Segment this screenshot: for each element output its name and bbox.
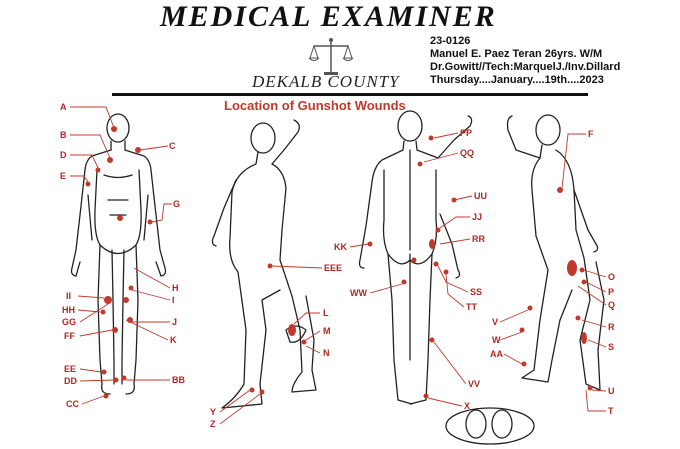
label-leaders: [70, 106, 607, 425]
wound-label-z: Z: [210, 419, 216, 429]
wound-label-v: V: [492, 317, 498, 327]
wound-label-t: T: [608, 406, 614, 416]
wound-label-s: S: [608, 342, 614, 352]
header-divider: [112, 93, 588, 96]
wound-label-ww: WW: [350, 288, 367, 298]
wound-label-aa: AA: [490, 349, 503, 359]
wound-label-k: K: [170, 335, 177, 345]
case-info: 23-0126 Manuel E. Paez Teran 26yrs. W/M …: [430, 35, 620, 87]
foot-soles: [445, 407, 535, 445]
right-lateral-figure: [211, 119, 317, 409]
case-number: 23-0126: [430, 35, 471, 47]
wound-label-r: R: [608, 322, 615, 332]
wound-label-f: F: [588, 129, 594, 139]
wound-label-j: J: [172, 317, 177, 327]
decedent-info: Manuel E. Paez Teran 26yrs. W/M: [430, 48, 603, 60]
staff-info: Dr.Gowitt//Tech:MarquelJ./Inv.Dillard: [430, 61, 621, 73]
wound-label-vv: VV: [468, 379, 480, 389]
front-view-figure: [70, 113, 167, 395]
wound-label-d: D: [60, 150, 67, 160]
left-lateral-figure: [506, 114, 605, 391]
back-view-figure: [358, 110, 473, 405]
wound-label-u: U: [608, 386, 615, 396]
scales-of-justice-icon: [308, 38, 354, 75]
wound-label-ff: FF: [64, 331, 75, 341]
wound-label-uu: UU: [474, 191, 487, 201]
wound-label-dd: DD: [64, 376, 77, 386]
wound-label-p: P: [608, 287, 614, 297]
wound-label-hh: HH: [62, 305, 75, 315]
wound-label-ss: SS: [470, 287, 482, 297]
wound-label-kk: KK: [334, 242, 347, 252]
wound-label-o: O: [608, 272, 615, 282]
wound-label-b: B: [60, 130, 67, 140]
wound-label-x: X: [464, 401, 470, 411]
diagram-subtitle: Location of Gunshot Wounds: [224, 98, 406, 113]
wound-label-n: N: [323, 348, 330, 358]
wound-label-w: W: [492, 335, 501, 345]
wound-label-l: L: [323, 308, 329, 318]
wound-label-y: Y: [210, 407, 216, 417]
wound-label-cc: CC: [66, 399, 79, 409]
wound-label-a: A: [60, 102, 67, 112]
wound-label-ee: EE: [64, 364, 76, 374]
wound-label-i: I: [172, 295, 175, 305]
exam-date: Thursday....January....19th....2023: [430, 74, 604, 86]
wound-label-pp: PP: [460, 128, 472, 138]
wound-label-g: G: [173, 199, 180, 209]
wound-label-e: E: [60, 171, 66, 181]
wound-label-tt: TT: [466, 302, 477, 312]
wound-label-eee: EEE: [324, 263, 342, 273]
page-title: MEDICAL EXAMINER: [160, 0, 497, 33]
wound-label-bb: BB: [172, 375, 185, 385]
wound-label-qq: QQ: [460, 148, 474, 158]
wound-label-jj: JJ: [472, 212, 482, 222]
wound-label-ii: II: [66, 291, 71, 301]
wound-label-q: Q: [608, 300, 615, 310]
wound-label-gg: GG: [62, 317, 76, 327]
wound-label-m: M: [323, 326, 331, 336]
wound-label-rr: RR: [472, 234, 485, 244]
wound-label-c: C: [169, 141, 176, 151]
wound-label-h: H: [172, 283, 179, 293]
county-name: DEKALB COUNTY: [252, 72, 400, 91]
